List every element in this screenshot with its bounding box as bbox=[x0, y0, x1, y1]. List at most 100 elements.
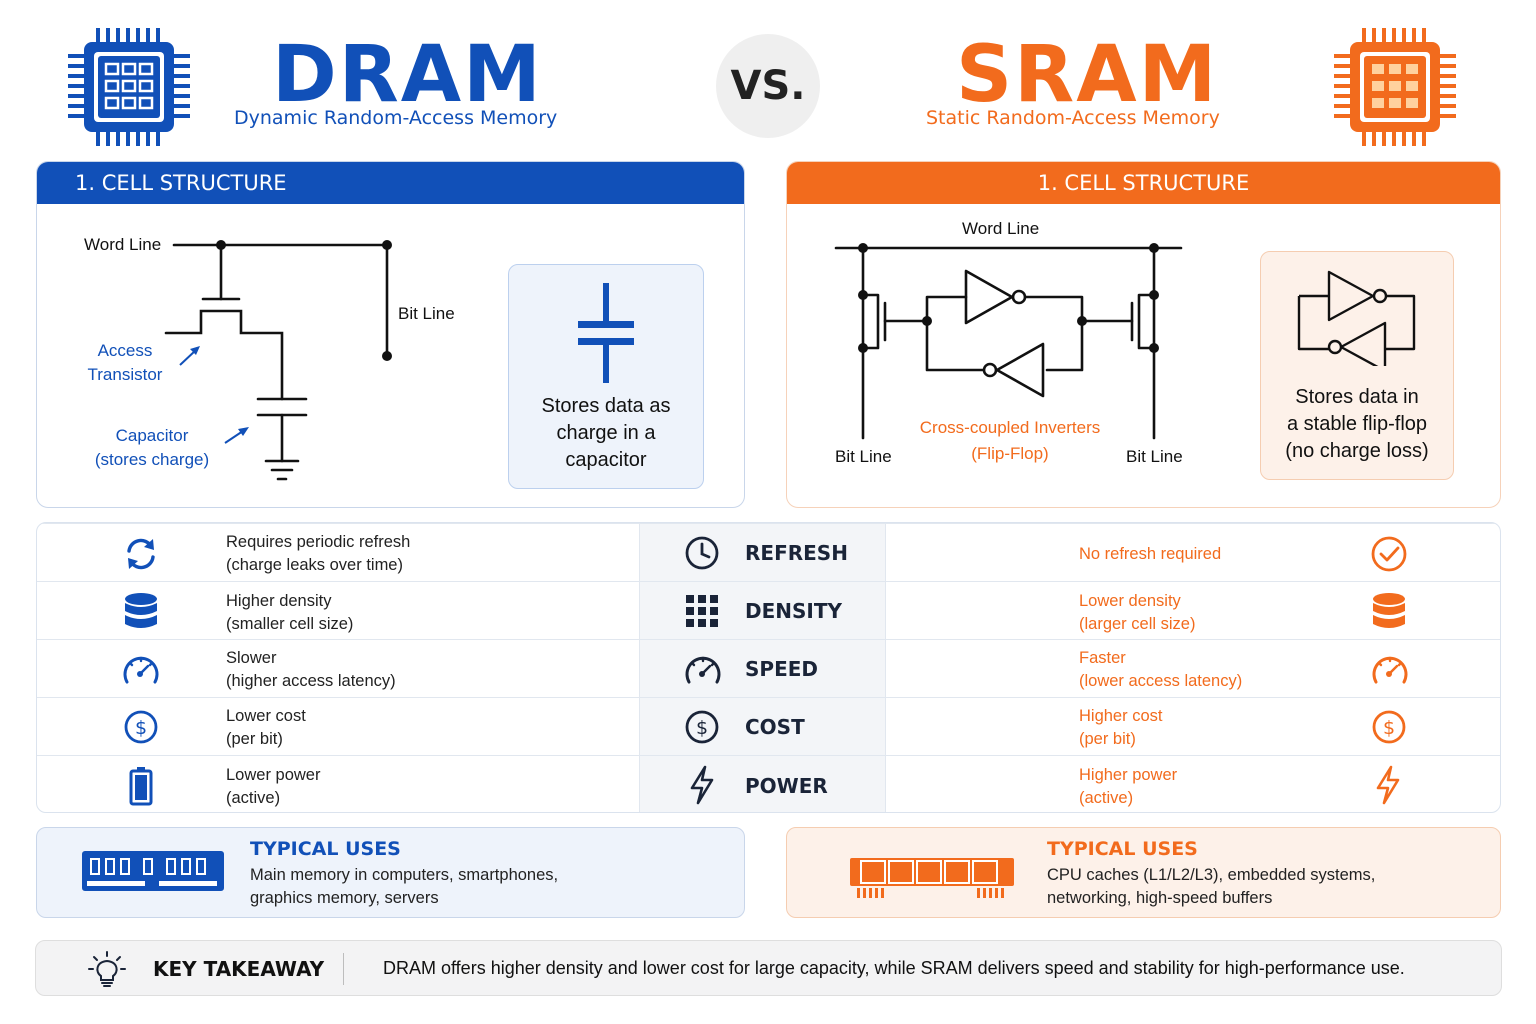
database-icon bbox=[1373, 593, 1405, 628]
dram-note-line3: capacitor bbox=[565, 449, 647, 471]
dram-uses-text: Main memory in computers, smartphones, g… bbox=[250, 864, 558, 910]
sram-cost-line1: Higher cost bbox=[1079, 707, 1163, 725]
table-row-power: Lower power (active) POWER Higher power … bbox=[37, 755, 1500, 812]
dram-power-line2: (active) bbox=[226, 789, 281, 807]
dram-panel-heading: 1. CELL STRUCTURE bbox=[37, 162, 744, 204]
sram-chip-icon bbox=[1334, 28, 1456, 146]
sram-note-line1: Stores data in bbox=[1295, 386, 1419, 408]
access-transistor-line1: Access bbox=[97, 341, 153, 360]
dollar-icon: $ bbox=[124, 710, 158, 744]
sram-refresh-text: No refresh required bbox=[1079, 543, 1221, 566]
dram-storage-note: Stores data as charge in a capacitor bbox=[508, 264, 704, 489]
dram-chip-icon bbox=[68, 28, 190, 146]
dram-speed-line2: (higher access latency) bbox=[226, 672, 396, 690]
capacitor-icon bbox=[578, 283, 634, 383]
refresh-label: REFRESH bbox=[745, 541, 848, 565]
dram-note-line1: Stores data as bbox=[541, 395, 671, 417]
sram-typical-uses: TYPICAL USES CPU caches (L1/L2/L3), embe… bbox=[786, 827, 1501, 918]
sram-note-text: Stores data in a stable flip-flop (no ch… bbox=[1285, 384, 1428, 465]
sram-module-icon bbox=[850, 858, 1014, 898]
sram-uses-title: TYPICAL USES bbox=[1047, 838, 1198, 860]
dram-cost-line2: (per bit) bbox=[226, 730, 283, 748]
dram-density-text: Higher density (smaller cell size) bbox=[226, 590, 353, 636]
table-row-density: Higher density (smaller cell size) DENSI… bbox=[37, 581, 1500, 639]
sram-uses-line1: CPU caches (L1/L2/L3), embedded systems, bbox=[1047, 866, 1376, 884]
dram-uses-line1: Main memory in computers, smartphones, bbox=[250, 866, 559, 884]
dram-bit-line-label: Bit Line bbox=[398, 304, 455, 323]
dram-speed-text: Slower (higher access latency) bbox=[226, 647, 396, 693]
dram-module-icon bbox=[82, 851, 224, 891]
access-transistor-line2: Transistor bbox=[87, 365, 163, 384]
dram-note-line2: charge in a bbox=[556, 422, 656, 444]
access-transistor-label: Access Transistor bbox=[84, 339, 166, 387]
sram-density-line1: Lower density bbox=[1079, 592, 1181, 610]
dram-typical-uses: TYPICAL USES Main memory in computers, s… bbox=[36, 827, 745, 918]
dram-refresh-text: Requires periodic refresh (charge leaks … bbox=[226, 531, 410, 577]
speedometer-icon bbox=[685, 656, 721, 684]
sram-cost-line2: (per bit) bbox=[1079, 730, 1136, 748]
dram-uses-title: TYPICAL USES bbox=[250, 838, 401, 860]
sram-speed-line1: Faster bbox=[1079, 649, 1126, 667]
key-takeaway-bar: KEY TAKEAWAY DRAM offers higher density … bbox=[35, 940, 1502, 996]
sram-power-line2: (active) bbox=[1079, 789, 1134, 807]
grid-icon bbox=[686, 595, 718, 627]
key-takeaway-title: KEY TAKEAWAY bbox=[153, 957, 325, 981]
vs-badge: VS. bbox=[716, 34, 820, 138]
capacitor-label: Capacitor (stores charge) bbox=[88, 424, 216, 472]
inverters-line2: (Flip-Flop) bbox=[971, 444, 1049, 463]
comparison-table: Requires periodic refresh (charge leaks … bbox=[36, 522, 1501, 813]
sram-word-line-label: Word Line bbox=[962, 219, 1040, 238]
dram-cell-structure-panel: 1. CELL STRUCTURE bbox=[36, 161, 745, 508]
sram-density-line2: (larger cell size) bbox=[1079, 615, 1196, 633]
table-row-speed: Slower (higher access latency) SPEED Fas… bbox=[37, 639, 1500, 697]
sram-speed-text: Faster (lower access latency) bbox=[1079, 647, 1242, 693]
sram-note-line3: (no charge loss) bbox=[1285, 440, 1429, 462]
dram-word-line-label: Word Line bbox=[84, 235, 162, 254]
sram-title: SRAM bbox=[956, 30, 1219, 120]
takeaway-divider bbox=[343, 953, 344, 985]
dram-power-line1: Lower power bbox=[226, 766, 321, 784]
database-icon bbox=[125, 593, 157, 628]
dram-refresh-line1: Requires periodic refresh bbox=[226, 533, 411, 551]
cross-coupled-inverters-label: Cross-coupled Inverters (Flip-Flop) bbox=[902, 415, 1118, 467]
cost-label: COST bbox=[745, 715, 805, 739]
lightbulb-icon bbox=[88, 951, 126, 987]
lightning-icon bbox=[1376, 765, 1400, 805]
dram-power-text: Lower power (active) bbox=[226, 764, 320, 810]
sram-speed-line2: (lower access latency) bbox=[1079, 672, 1243, 690]
criteria-column bbox=[639, 523, 886, 812]
check-circle-icon bbox=[1371, 536, 1407, 572]
sram-bit-line-left-label: Bit Line bbox=[835, 447, 892, 466]
dram-speed-line1: Slower bbox=[226, 649, 277, 667]
sram-density-text: Lower density (larger cell size) bbox=[1079, 590, 1195, 636]
dram-cost-line1: Lower cost bbox=[226, 707, 306, 725]
dollar-icon: $ bbox=[685, 710, 719, 744]
flip-flop-icon bbox=[1297, 270, 1416, 366]
lightning-icon bbox=[690, 765, 714, 805]
inverters-line1: Cross-coupled Inverters bbox=[919, 418, 1101, 437]
refresh-icon bbox=[127, 538, 155, 570]
dram-note-text: Stores data as charge in a capacitor bbox=[542, 393, 671, 474]
dram-title: DRAM bbox=[272, 30, 543, 120]
sram-uses-line2: networking, high-speed buffers bbox=[1047, 889, 1273, 907]
dram-density-line1: Higher density bbox=[226, 592, 332, 610]
dollar-icon: $ bbox=[1372, 710, 1406, 744]
sram-cell-schematic bbox=[834, 243, 1183, 440]
dram-density-line2: (smaller cell size) bbox=[226, 615, 354, 633]
svg-text:$: $ bbox=[135, 717, 147, 739]
capacitor-line2: (stores charge) bbox=[94, 450, 210, 469]
capacitor-line1: Capacitor bbox=[115, 426, 189, 445]
sram-refresh-line1: No refresh required bbox=[1079, 545, 1222, 563]
speedometer-icon bbox=[1372, 656, 1408, 684]
sram-power-text: Higher power (active) bbox=[1079, 764, 1177, 810]
battery-icon bbox=[129, 767, 153, 806]
sram-cell-structure-panel: 1. CELL STRUCTURE bbox=[786, 161, 1501, 508]
dram-subtitle: Dynamic Random-Access Memory bbox=[234, 107, 558, 129]
dram-cell-schematic bbox=[164, 240, 392, 481]
svg-text:$: $ bbox=[696, 717, 708, 739]
power-label: POWER bbox=[745, 774, 828, 798]
table-row-cost: $ Lower cost (per bit) $ COST Higher cos… bbox=[37, 697, 1500, 755]
sram-bit-line-right-label: Bit Line bbox=[1126, 447, 1183, 466]
speed-label: SPEED bbox=[745, 657, 818, 681]
table-row-refresh: Requires periodic refresh (charge leaks … bbox=[37, 523, 1500, 581]
